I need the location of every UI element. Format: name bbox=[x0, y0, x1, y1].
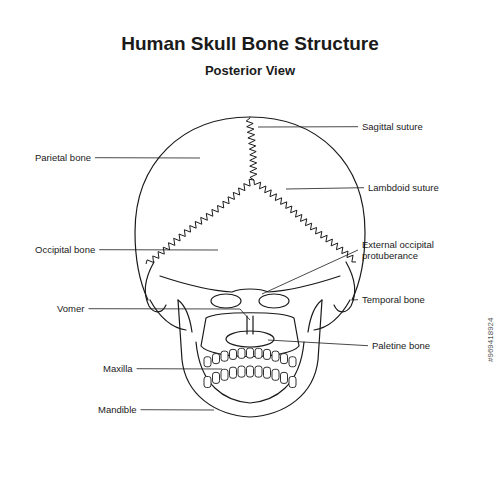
palatine-outline bbox=[226, 331, 274, 347]
tooth bbox=[255, 366, 262, 377]
tooth bbox=[230, 367, 237, 378]
tooth bbox=[204, 377, 211, 388]
tooth bbox=[264, 349, 271, 359]
suture-line bbox=[254, 180, 356, 262]
part-label: Mandible bbox=[98, 404, 137, 415]
tooth bbox=[289, 357, 296, 367]
part-label: Vomer bbox=[57, 303, 84, 314]
mandible-ramus bbox=[178, 300, 322, 332]
tooth bbox=[238, 348, 245, 358]
mandible-outline bbox=[178, 300, 322, 417]
tooth bbox=[213, 372, 220, 383]
part-label: Lambdoid suture bbox=[368, 182, 439, 193]
leader-line bbox=[141, 409, 214, 410]
watermark: #969418924 bbox=[486, 318, 496, 363]
leader-line bbox=[258, 126, 358, 127]
tooth bbox=[247, 366, 254, 377]
tooth bbox=[255, 348, 262, 358]
tooth bbox=[221, 369, 228, 380]
tooth bbox=[238, 366, 245, 377]
occipital-condyle bbox=[211, 294, 241, 308]
suture-lines bbox=[146, 118, 356, 264]
diagram-title: Human Skull Bone Structure bbox=[0, 33, 500, 56]
part-label: Sagittal suture bbox=[362, 121, 423, 132]
leader-line bbox=[88, 309, 250, 320]
suture-line bbox=[246, 118, 257, 180]
tooth bbox=[272, 351, 279, 361]
tooth bbox=[289, 377, 296, 388]
leader-line bbox=[95, 157, 200, 158]
tooth bbox=[281, 354, 288, 364]
tooth bbox=[272, 369, 279, 380]
part-label: Occipital bone bbox=[35, 244, 95, 255]
view-subtitle: Posterior View bbox=[0, 63, 500, 79]
zygomatic-arch bbox=[314, 300, 350, 330]
leader-line bbox=[99, 249, 218, 250]
occipital-condyle bbox=[259, 294, 289, 308]
leader-line bbox=[262, 250, 358, 294]
skull-outline bbox=[135, 117, 365, 417]
part-label: External occipital protuberance bbox=[362, 239, 474, 262]
leader-line bbox=[286, 188, 364, 189]
mandible-inner bbox=[196, 342, 304, 403]
cranium-outline bbox=[135, 117, 250, 300]
cranium-outline bbox=[250, 117, 365, 300]
tooth bbox=[204, 357, 211, 367]
tooth bbox=[281, 372, 288, 383]
temporal-outline bbox=[334, 262, 355, 312]
occipital-lower-border bbox=[160, 276, 340, 292]
leader-line bbox=[352, 299, 358, 300]
tooth bbox=[264, 367, 271, 378]
temporal-outline bbox=[145, 262, 166, 312]
part-label: Maxilla bbox=[103, 363, 133, 374]
part-label: Temporal bone bbox=[362, 294, 425, 305]
leader-line bbox=[268, 340, 368, 346]
leader-line bbox=[137, 368, 222, 369]
tooth bbox=[230, 349, 237, 359]
part-label: Parietal bone bbox=[35, 152, 91, 163]
tooth bbox=[213, 354, 220, 364]
tooth bbox=[221, 351, 228, 361]
teeth bbox=[204, 348, 296, 388]
suture-line bbox=[146, 179, 254, 264]
part-label: Paletine bone bbox=[372, 340, 430, 351]
zygomatic-arch bbox=[150, 300, 186, 330]
tooth bbox=[247, 348, 254, 358]
